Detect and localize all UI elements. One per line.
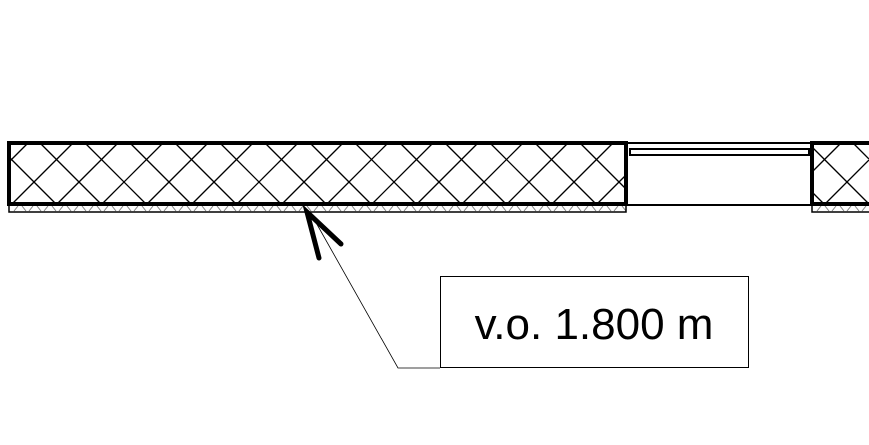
hatch-line	[57, 143, 118, 204]
finish-hatch-mark	[613, 205, 627, 212]
hatch-line	[597, 175, 626, 204]
finish-hatch-mark	[343, 205, 357, 212]
sill-height-label: v.o. 1.800 m	[475, 300, 714, 349]
hatch-line	[355, 143, 416, 204]
finish-hatch-mark	[208, 205, 222, 212]
hatch-line	[220, 143, 281, 204]
finish-hatch-mark	[103, 205, 117, 212]
hatch-line	[552, 143, 613, 204]
finish-hatch-mark	[598, 205, 612, 212]
hatch-line	[175, 143, 236, 204]
hatch-line	[445, 143, 506, 204]
window-opening[interactable]	[627, 142, 812, 206]
finish-hatch-mark	[861, 205, 867, 212]
finish-hatch-mark	[298, 205, 312, 212]
finish-hatch-mark	[178, 205, 192, 212]
hatch-line	[812, 143, 841, 172]
finish-hatch-mark	[538, 205, 552, 212]
hatch-line	[812, 147, 869, 204]
hatch-line	[12, 143, 73, 204]
finish-hatch-mark	[118, 205, 132, 212]
hatch-line	[535, 143, 596, 204]
hatch-line	[237, 143, 298, 204]
finish-hatch-mark	[328, 205, 342, 212]
hatch-line	[192, 143, 253, 204]
finish-hatch-mark	[846, 205, 860, 212]
finish-hatch-mark	[148, 205, 162, 212]
finish-hatch-mark	[816, 205, 830, 212]
finish-hatch-mark	[831, 205, 845, 212]
wall-left-hatch	[9, 143, 626, 204]
finish-hatch-mark	[553, 205, 567, 212]
finish-hatch-mark	[358, 205, 372, 212]
finish-hatch-mark	[238, 205, 252, 212]
finish-hatch-mark	[163, 205, 177, 212]
finish-hatch-mark	[223, 205, 237, 212]
hatch-line	[417, 143, 478, 204]
finish-hatch-mark	[403, 205, 417, 212]
hatch-line	[9, 157, 56, 204]
hatch-line	[490, 143, 551, 204]
finish-hatch-mark	[568, 205, 582, 212]
hatch-line	[580, 143, 626, 189]
finish-hatch-mark	[88, 205, 102, 212]
finish-hatch-mark	[283, 205, 297, 212]
hatch-line	[507, 143, 568, 204]
hatch-line	[853, 143, 869, 160]
hatch-line	[400, 143, 461, 204]
wall-segment-right[interactable]	[810, 141, 869, 213]
hatch-line	[812, 192, 824, 204]
finish-hatch-mark	[433, 205, 447, 212]
finish-hatch-mark	[28, 205, 42, 212]
finish-hatch-mark	[133, 205, 147, 212]
hatch-line	[462, 143, 523, 204]
hatch-line	[372, 143, 433, 204]
finish-hatch-mark	[73, 205, 87, 212]
finish-hatch-mark	[388, 205, 402, 212]
hatch-line	[147, 143, 208, 204]
finish-hatch-mark	[418, 205, 432, 212]
wall-segment-left[interactable]	[7, 141, 628, 213]
finish-hatch-mark	[58, 205, 72, 212]
finish-hatch-mark	[193, 205, 207, 212]
sill-height-tag[interactable]: v.o. 1.800 m	[440, 276, 749, 368]
finish-hatch-mark	[583, 205, 597, 212]
finish-hatch-mark	[478, 205, 492, 212]
finish-hatch-mark	[373, 205, 387, 212]
hatch-line	[282, 143, 343, 204]
finish-hatch-mark	[493, 205, 507, 212]
finish-hatch-mark	[463, 205, 477, 212]
finish-hatch-mark	[313, 205, 327, 212]
hatch-line	[9, 143, 28, 162]
hatch-line	[40, 143, 101, 204]
wall-right-hatch	[812, 143, 869, 204]
hatch-line	[102, 143, 163, 204]
hatch-line	[85, 143, 146, 204]
finish-hatch-mark	[253, 205, 267, 212]
hatch-line	[310, 143, 371, 204]
wall-finish-hatch	[13, 205, 867, 212]
hatch-line	[130, 143, 191, 204]
finish-hatch-mark	[43, 205, 57, 212]
finish-hatch-mark	[268, 205, 282, 212]
finish-hatch-mark	[508, 205, 522, 212]
hatch-line	[825, 159, 869, 204]
hatch-line	[265, 143, 326, 204]
finish-hatch-mark	[523, 205, 537, 212]
tag-leader	[302, 204, 440, 369]
finish-hatch-mark	[448, 205, 462, 212]
hatch-line	[327, 143, 388, 204]
finish-hatch-mark	[13, 205, 27, 212]
